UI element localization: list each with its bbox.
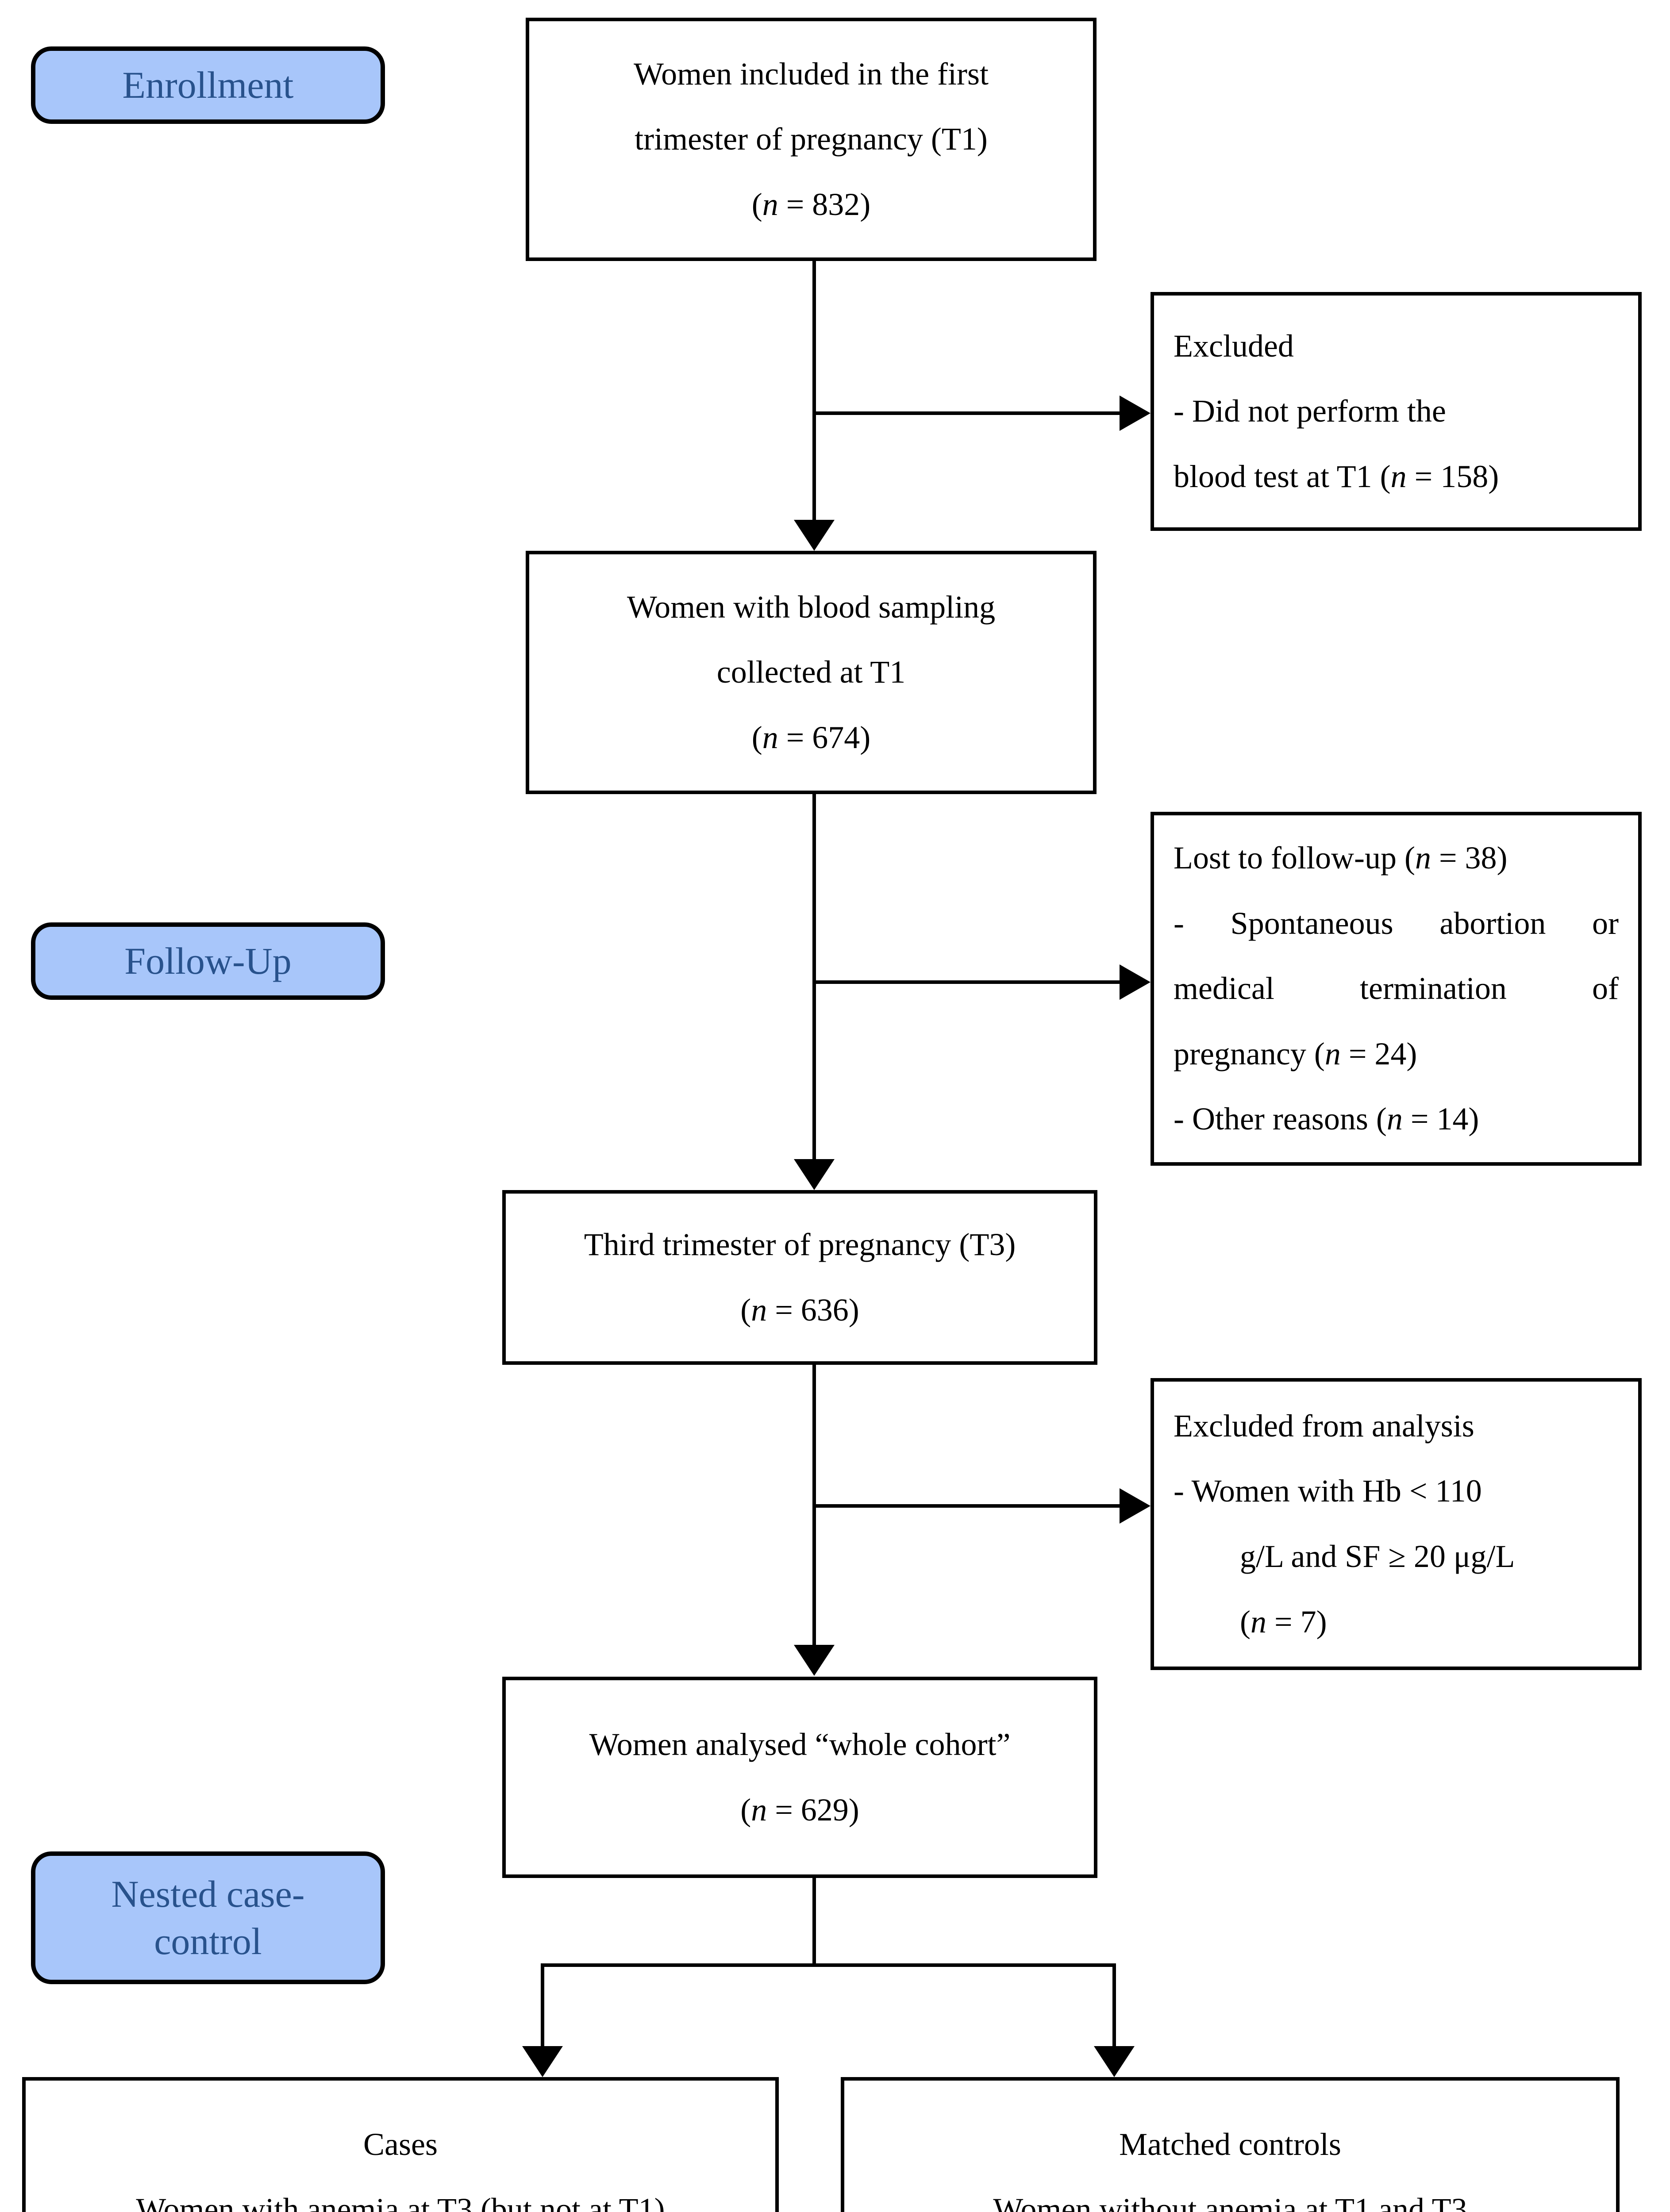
stage-label-enrollment-text: Enrollment [122, 63, 294, 106]
connector-split-bar [541, 1963, 1116, 1967]
connector-branch-excluded-t1 [812, 411, 1122, 415]
node-included-t1: Women included in the first trimester of… [526, 18, 1097, 261]
node-excluded-analysis-heading: Excluded from analysis [1174, 1408, 1474, 1444]
stage-label-nested-line2: control [154, 1920, 262, 1962]
node-lost-followup-heading: Lost to follow-up (n = 38) [1174, 840, 1508, 876]
node-whole-cohort: Women analysed “whole cohort” (n = 629) [502, 1677, 1097, 1878]
node-excluded-t1-heading: Excluded [1174, 328, 1294, 364]
node-cases-title: Cases [363, 2126, 438, 2162]
node-lost-followup-reason1-c: pregnancy (n = 24) [1174, 1036, 1417, 1071]
node-third-trimester-line1: Third trimester of pregnancy (T3) [584, 1226, 1016, 1262]
arrowhead-to-third-trimester [794, 1159, 835, 1190]
arrowhead-to-blood-sampling [794, 520, 835, 551]
node-included-t1-line1: Women included in the first [633, 56, 989, 92]
connector-trunk-2 [812, 794, 816, 1161]
stage-label-follow-up-text: Follow-Up [124, 939, 292, 982]
node-matched-controls: Matched controls Women without anemia at… [841, 2077, 1620, 2212]
connector-branch-excluded-analysis [812, 1504, 1122, 1508]
node-matched-controls-description: Women without anemia at T1 and T3 [993, 2192, 1467, 2212]
arrowhead-to-cases [522, 2046, 563, 2077]
stage-label-enrollment: Enrollment [31, 46, 385, 124]
node-whole-cohort-line1: Women analysed “whole cohort” [589, 1726, 1011, 1762]
connector-drop-controls [1112, 1963, 1116, 2050]
node-cases-description: Women with anemia at T3 (but not at T1) [136, 2192, 665, 2212]
arrowhead-to-whole-cohort [794, 1645, 835, 1676]
node-third-trimester: Third trimester of pregnancy (T3) (n = 6… [502, 1190, 1097, 1365]
node-lost-followup: Lost to follow-up (n = 38) - Spontaneous… [1151, 812, 1642, 1166]
node-excluded-t1-reason: - Did not perform the [1174, 393, 1446, 429]
node-blood-sampling-line2: collected at T1 [716, 654, 906, 690]
node-matched-controls-title: Matched controls [1119, 2126, 1341, 2162]
connector-branch-lost-followup [812, 980, 1122, 984]
arrowhead-to-excluded-analysis [1120, 1488, 1151, 1524]
connector-trunk-4 [812, 1878, 816, 1966]
node-included-t1-count: (n = 832) [751, 186, 871, 222]
connector-drop-cases [541, 1963, 544, 2050]
stage-label-nested-line1: Nested case- [111, 1872, 305, 1915]
stage-label-nested-case-control: Nested case- control [31, 1851, 385, 1984]
node-lost-followup-reason1-b: medical termination of [1174, 971, 1619, 1006]
node-included-t1-line2: trimester of pregnancy (T1) [635, 121, 988, 157]
node-excluded-analysis-criterion-b: g/L and SF ≥ 20 μg/L [1240, 1539, 1515, 1574]
node-blood-sampling-line1: Women with blood sampling [627, 589, 996, 625]
node-lost-followup-reason2: - Other reasons (n = 14) [1174, 1101, 1479, 1137]
node-lost-followup-reason1-a: - Spontaneous abortion or [1174, 905, 1619, 941]
arrowhead-to-lost-followup [1120, 964, 1151, 1000]
node-excluded-t1-reason-cont: blood test at T1 (n = 158) [1174, 458, 1499, 494]
node-whole-cohort-count: (n = 629) [740, 1792, 859, 1828]
node-blood-sampling-count: (n = 674) [751, 719, 871, 755]
node-excluded-analysis-count: (n = 7) [1240, 1604, 1327, 1640]
node-cases: Cases Women with anemia at T3 (but not a… [22, 2077, 779, 2212]
node-blood-sampling-t1: Women with blood sampling collected at T… [526, 551, 1097, 794]
arrowhead-to-controls [1094, 2046, 1135, 2077]
node-excluded-analysis-criterion-a: - Women with Hb < 110 [1174, 1473, 1482, 1509]
node-excluded-t1: Excluded - Did not perform the blood tes… [1151, 292, 1642, 531]
stage-label-follow-up: Follow-Up [31, 922, 385, 1000]
connector-trunk-1 [812, 261, 816, 522]
node-excluded-analysis: Excluded from analysis - Women with Hb <… [1151, 1378, 1642, 1670]
arrowhead-to-excluded-t1 [1120, 396, 1151, 431]
node-third-trimester-count: (n = 636) [740, 1292, 859, 1328]
